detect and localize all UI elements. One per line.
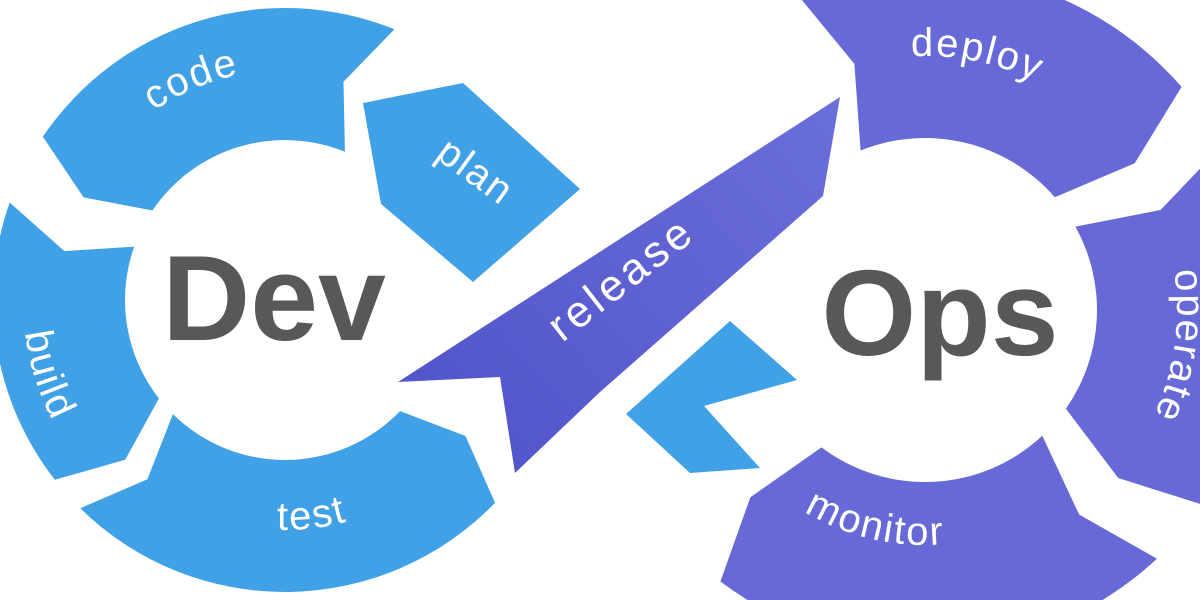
label-test: test bbox=[277, 487, 351, 539]
title-dev: Dev bbox=[162, 230, 386, 366]
title-ops: Ops bbox=[821, 245, 1058, 381]
segment-code bbox=[42, 8, 395, 211]
segment-build bbox=[0, 202, 159, 480]
release-arrow-band bbox=[398, 97, 840, 473]
return-arrow bbox=[626, 321, 797, 473]
segment-operate bbox=[1065, 168, 1200, 504]
ops-loop bbox=[398, 0, 1200, 600]
segment-test bbox=[80, 411, 496, 592]
segment-monitor bbox=[720, 435, 1157, 600]
segment-deploy bbox=[801, 0, 1182, 198]
segment-plan bbox=[363, 83, 580, 282]
dev-loop bbox=[0, 8, 797, 592]
